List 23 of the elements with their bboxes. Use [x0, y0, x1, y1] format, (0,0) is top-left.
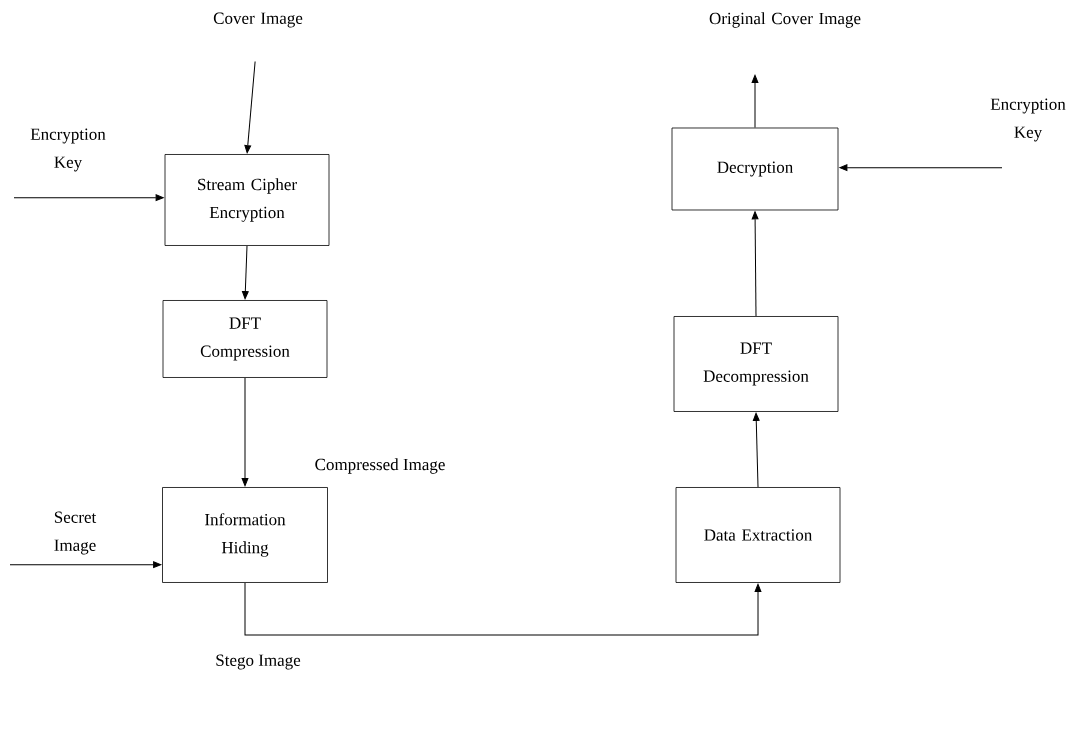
process-box: DFT Decompression	[673, 316, 839, 412]
process-box: Decryption	[671, 127, 839, 211]
arrow	[752, 412, 760, 488]
arrow	[751, 74, 759, 129]
arrow	[244, 61, 256, 154]
arrow	[751, 211, 759, 317]
io-label: Original Cover Image	[709, 12, 861, 28]
arrow	[13, 194, 164, 202]
arrow	[241, 245, 249, 300]
edge-label: Compressed Image	[313, 457, 447, 475]
arrow	[241, 377, 249, 487]
io-label: Encryption Key	[990, 98, 1066, 142]
io-label: Encryption Key	[30, 128, 106, 172]
io-label: Cover Image	[213, 12, 303, 28]
io-label: Secret Image	[54, 511, 97, 555]
arrow	[244, 582, 762, 636]
process-box: DFT Compression	[162, 300, 328, 378]
process-box: Information Hiding	[162, 487, 328, 583]
process-box: Stream Cipher Encryption	[164, 154, 330, 246]
arrow	[9, 561, 162, 569]
arrow	[839, 164, 1003, 172]
edge-label: Stego Image	[214, 653, 302, 671]
process-box: Data Extraction	[675, 487, 841, 583]
